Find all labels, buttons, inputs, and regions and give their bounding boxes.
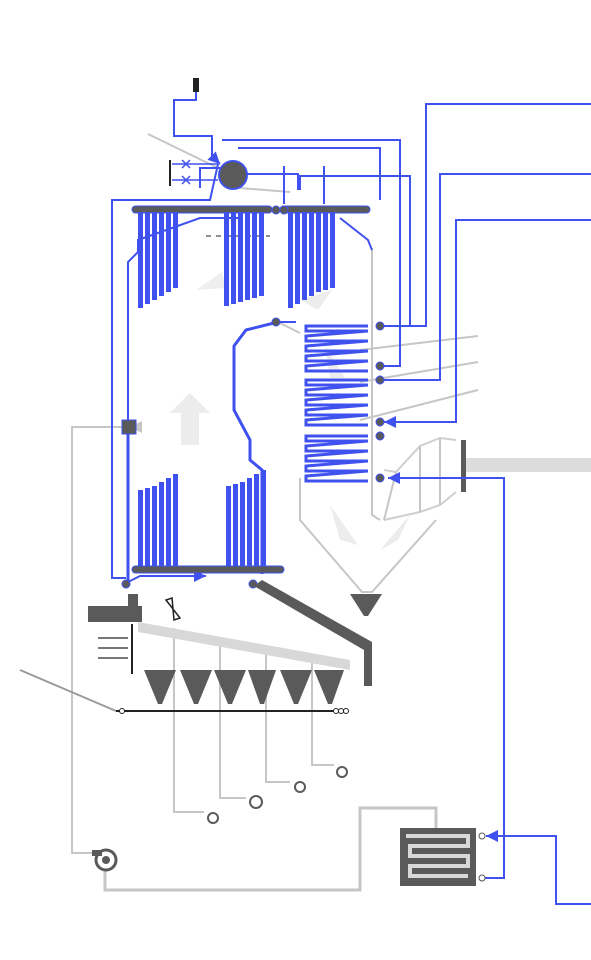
tube-panel: [138, 490, 143, 566]
steam-drum-icon: [218, 160, 248, 190]
safety-valve-icon: [193, 78, 199, 92]
tube-panel: [247, 478, 252, 566]
fd-fan-icon: [92, 848, 118, 872]
tube-panel: [238, 212, 243, 302]
tube-panel: [323, 212, 328, 290]
air-inlet-arrow: [164, 596, 182, 622]
tube-panel: [173, 474, 178, 566]
tube-panel: [233, 484, 238, 566]
tube-panel: [173, 212, 178, 288]
coil-loop: [304, 434, 369, 483]
tube-panel: [302, 212, 307, 300]
tube-panel: [316, 212, 321, 292]
tube-panel: [240, 482, 245, 566]
cyclone-separator: [121, 419, 137, 435]
tube-panel: [138, 212, 143, 308]
economizer-coils: [304, 324, 369, 483]
tube-panel: [159, 212, 164, 296]
steam-water-lines: [111, 80, 591, 905]
tube-panel: [288, 212, 293, 308]
tube-panel: [261, 470, 266, 566]
tube-panel: [166, 478, 171, 566]
flue-duct: [464, 458, 591, 472]
superheater-panels: [138, 212, 335, 566]
air-preheater: [400, 828, 486, 886]
tube-panel: [309, 212, 314, 296]
tube-panel: [152, 212, 157, 300]
tube-panel: [252, 212, 257, 298]
slag-chute: [254, 580, 372, 686]
ash-hopper: [350, 594, 382, 616]
coil-loop: [304, 378, 369, 427]
tube-panel: [295, 212, 300, 304]
chain-grate-stoker: [88, 594, 350, 714]
tube-panel: [145, 212, 150, 304]
ash-hoppers: [144, 670, 344, 704]
upper-header-left: [131, 205, 273, 214]
coil-loop: [304, 324, 369, 373]
grate-fan-icons: [207, 766, 348, 824]
tube-panel: [254, 474, 259, 566]
flue-damper: [461, 440, 466, 492]
tube-panel: [330, 212, 335, 288]
tube-panel: [259, 212, 264, 296]
tube-panel: [231, 212, 236, 304]
tube-panel: [145, 488, 150, 566]
tube-panel: [166, 212, 171, 292]
gas-flow-arrows: [170, 272, 410, 550]
tube-panel: [245, 212, 250, 300]
tube-panel: [226, 486, 231, 566]
header-nodes: [121, 205, 385, 589]
upper-header-right: [279, 205, 371, 214]
tube-panel: [224, 212, 229, 306]
tube-panel: [152, 486, 157, 566]
tube-panel: [159, 482, 164, 566]
lower-header: [131, 565, 285, 574]
valve-group: [169, 159, 218, 186]
